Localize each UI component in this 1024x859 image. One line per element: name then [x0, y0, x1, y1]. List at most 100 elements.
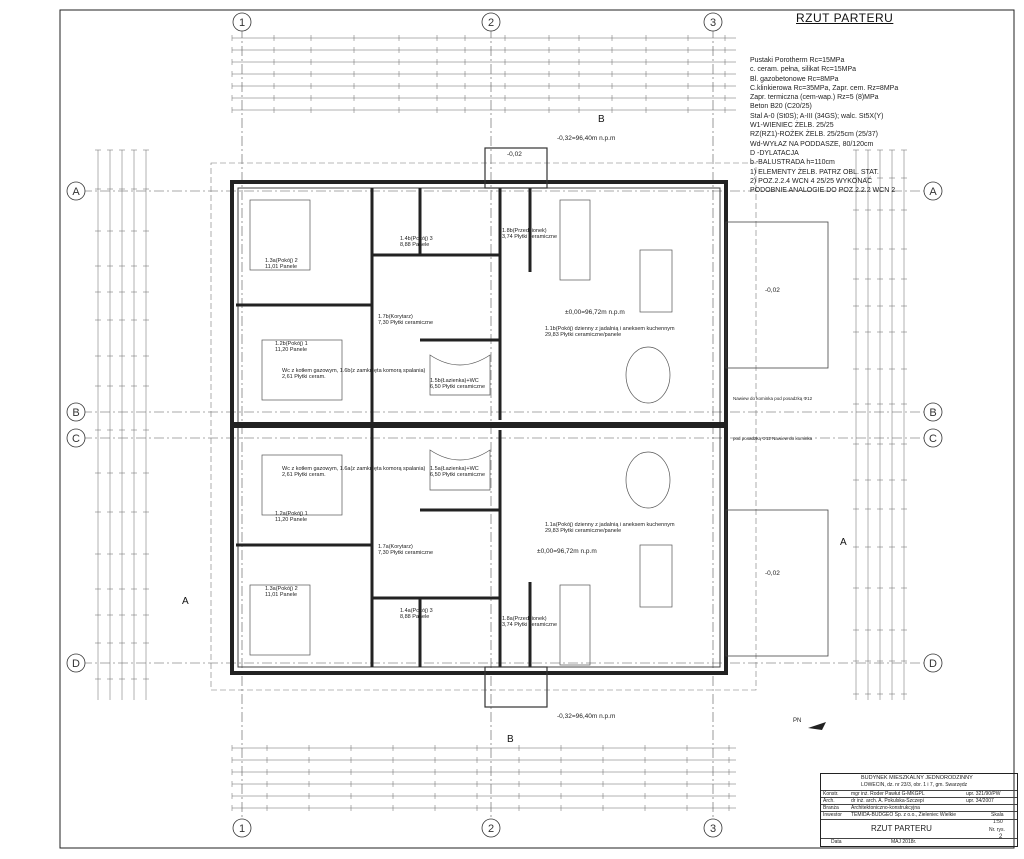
- bed: [249, 199, 311, 271]
- room-name: 1.8a(Przedsionek): [502, 616, 547, 622]
- walls: [230, 147, 829, 708]
- note-line: c. ceram. pełna, silikat Rc=15MPa: [750, 66, 857, 74]
- scale-label: Skala: [991, 812, 1004, 818]
- dimension-lines: [95, 35, 907, 811]
- bed: [261, 454, 343, 516]
- dining-table: [639, 249, 673, 313]
- room-area: 7,30 Płytki ceramiczne: [378, 550, 433, 556]
- project-name: BUDYNEK MIESZKALNY JEDNORODZINNY: [861, 775, 973, 781]
- room-area: 11,20 Panele: [275, 517, 307, 523]
- note-line: Beton B20 (C20/25): [750, 103, 812, 111]
- coffee-table: [625, 451, 671, 509]
- axis-bubble: [66, 653, 86, 673]
- room-name: 1.4b(Pokój) 3: [400, 236, 433, 242]
- grid-lines: [59, 9, 1015, 849]
- note-line: W1-WIENIEC ŻELB. 25/25: [750, 122, 834, 130]
- axis-bubble: [232, 818, 252, 838]
- tb-row-2-label: Branża: [823, 805, 839, 811]
- note-line: Stal A-0 (St0S); A-III (34GS); walc. St5…: [750, 112, 884, 120]
- axis-label: 3: [710, 17, 716, 29]
- axis-label: 1: [239, 17, 245, 29]
- room-area: 2,61 Płytki ceram.: [282, 472, 326, 478]
- room-name: 1.3a(Pokój) 2: [265, 586, 298, 592]
- coffee-table: [625, 346, 671, 404]
- section-mark: B: [507, 734, 514, 745]
- tb-row-0-id: upr. 321/90/PW: [966, 791, 1001, 797]
- title-block: BUDYNEK MIESZKALNY JEDNORODZINNY LOWECIN…: [820, 773, 1018, 847]
- room-area: 11,20 Panele: [275, 347, 307, 353]
- level-mark: -0,02: [507, 151, 522, 158]
- axis-bubble: [232, 12, 252, 32]
- note-line: 2) POZ.2.2.4 WCN 4 25/25 WYKONAĆ: [750, 177, 873, 185]
- dining-table: [639, 544, 673, 608]
- entrance-top: [484, 147, 548, 189]
- axis-label: A: [72, 186, 80, 198]
- axis-bubble: [66, 402, 86, 422]
- room-area: 29,83 Płytki ceramiczne/panele: [545, 528, 621, 534]
- axis-bubble: [923, 428, 943, 448]
- date-label: Data: [831, 839, 842, 845]
- room-area: 2,61 Płytki ceram.: [282, 374, 326, 380]
- room-name: 1.2b(Pokój) 1: [275, 341, 308, 347]
- room-area: 11,01 Panele: [265, 592, 297, 598]
- terrace-top: [725, 221, 829, 369]
- axis-bubble: [66, 428, 86, 448]
- room-name: 1.4a(Pokój) 3: [400, 608, 433, 614]
- room-area: 8,88 Panele: [400, 614, 429, 620]
- axis-bubble: [923, 653, 943, 673]
- note-line: 1) ELEMENTY ŻELB. PATRZ OBL. STAT.: [750, 168, 879, 176]
- bed: [249, 584, 311, 656]
- room-name: 1.7a(Korytarz): [378, 544, 413, 550]
- axis-label: 2: [488, 823, 494, 835]
- kitchen-counter: [559, 199, 591, 281]
- room-name: 1.3a(Pokój) 2: [265, 258, 298, 264]
- sheet-title: RZUT PARTERU: [871, 824, 932, 833]
- room-name: 1.7b(Korytarz): [378, 314, 413, 320]
- room-name: 1.8b(Przedsionek): [502, 228, 547, 234]
- kitchen-counter: [559, 584, 591, 666]
- sheet-no: 2: [999, 834, 1003, 840]
- axis-label: D: [929, 658, 937, 670]
- room-name: 1.2a(Pokój) 1: [275, 511, 308, 517]
- axis-bubble: [923, 402, 943, 422]
- bathtub: [429, 449, 491, 491]
- north-label: PN: [793, 718, 801, 724]
- section-mark: B: [598, 114, 605, 125]
- tb-row-1-label: Arch.: [823, 798, 835, 804]
- axis-bubble: [703, 818, 723, 838]
- axis-label: 3: [710, 823, 716, 835]
- section-mark: A: [840, 537, 847, 548]
- room-name: 1.1a(Pokój) dzienny z jadalnią i aneksem…: [545, 522, 675, 528]
- room-area: 29,83 Płytki ceramiczne/panele: [545, 332, 621, 338]
- tb-row-0-name: mgr inż. Roder Pawłut G-MKGPL: [851, 791, 925, 797]
- room-name: 1.1b(Pokój) dzienny z jadalnią i aneksem…: [545, 326, 675, 332]
- axis-label: B: [929, 407, 936, 419]
- note-line: RZ(RZ1)-ROŻEK ŻELB. 25/25cm (25/37): [750, 131, 878, 139]
- axis-bubble: [481, 12, 501, 32]
- tb-row-2-name: Architektoniczno-konstrukcyjna: [851, 805, 920, 811]
- annotation: Nawiew do kominka pod posadzką Φ12: [733, 396, 813, 401]
- page-title: RZUT PARTERU: [796, 11, 894, 25]
- axis-label: B: [72, 407, 79, 419]
- terrace-bottom: [725, 509, 829, 657]
- axis-bubble: [923, 181, 943, 201]
- tb-row-3-name: TEMIDA-BUDGEO Sp. z o.o., Zieleniec Wiel…: [851, 812, 957, 818]
- room-area: 7,30 Płytki ceramiczne: [378, 320, 433, 326]
- bathtub: [429, 354, 491, 396]
- sheet-no-label: Nr. rys.: [989, 827, 1005, 833]
- axis-label: 2: [488, 17, 494, 29]
- level-mark: ±0,00=96,72m n.p.m: [565, 309, 625, 316]
- room-area: 8,88 Panele: [400, 242, 429, 248]
- date-value: MAJ 2018r.: [891, 839, 917, 845]
- room-area: 3,74 Płytki ceramiczne: [502, 234, 557, 240]
- note-line: Bl. gazobetonowe Rc=8MPa: [750, 75, 839, 83]
- tb-row-1-name: dr inż. arch. A. Pokulska-Szczepi: [851, 798, 924, 804]
- room-area: 11,01 Panele: [265, 264, 297, 270]
- tb-row-0-label: Konstr.: [823, 791, 839, 797]
- axis-label: A: [929, 186, 937, 198]
- axis-label: 1: [239, 823, 245, 835]
